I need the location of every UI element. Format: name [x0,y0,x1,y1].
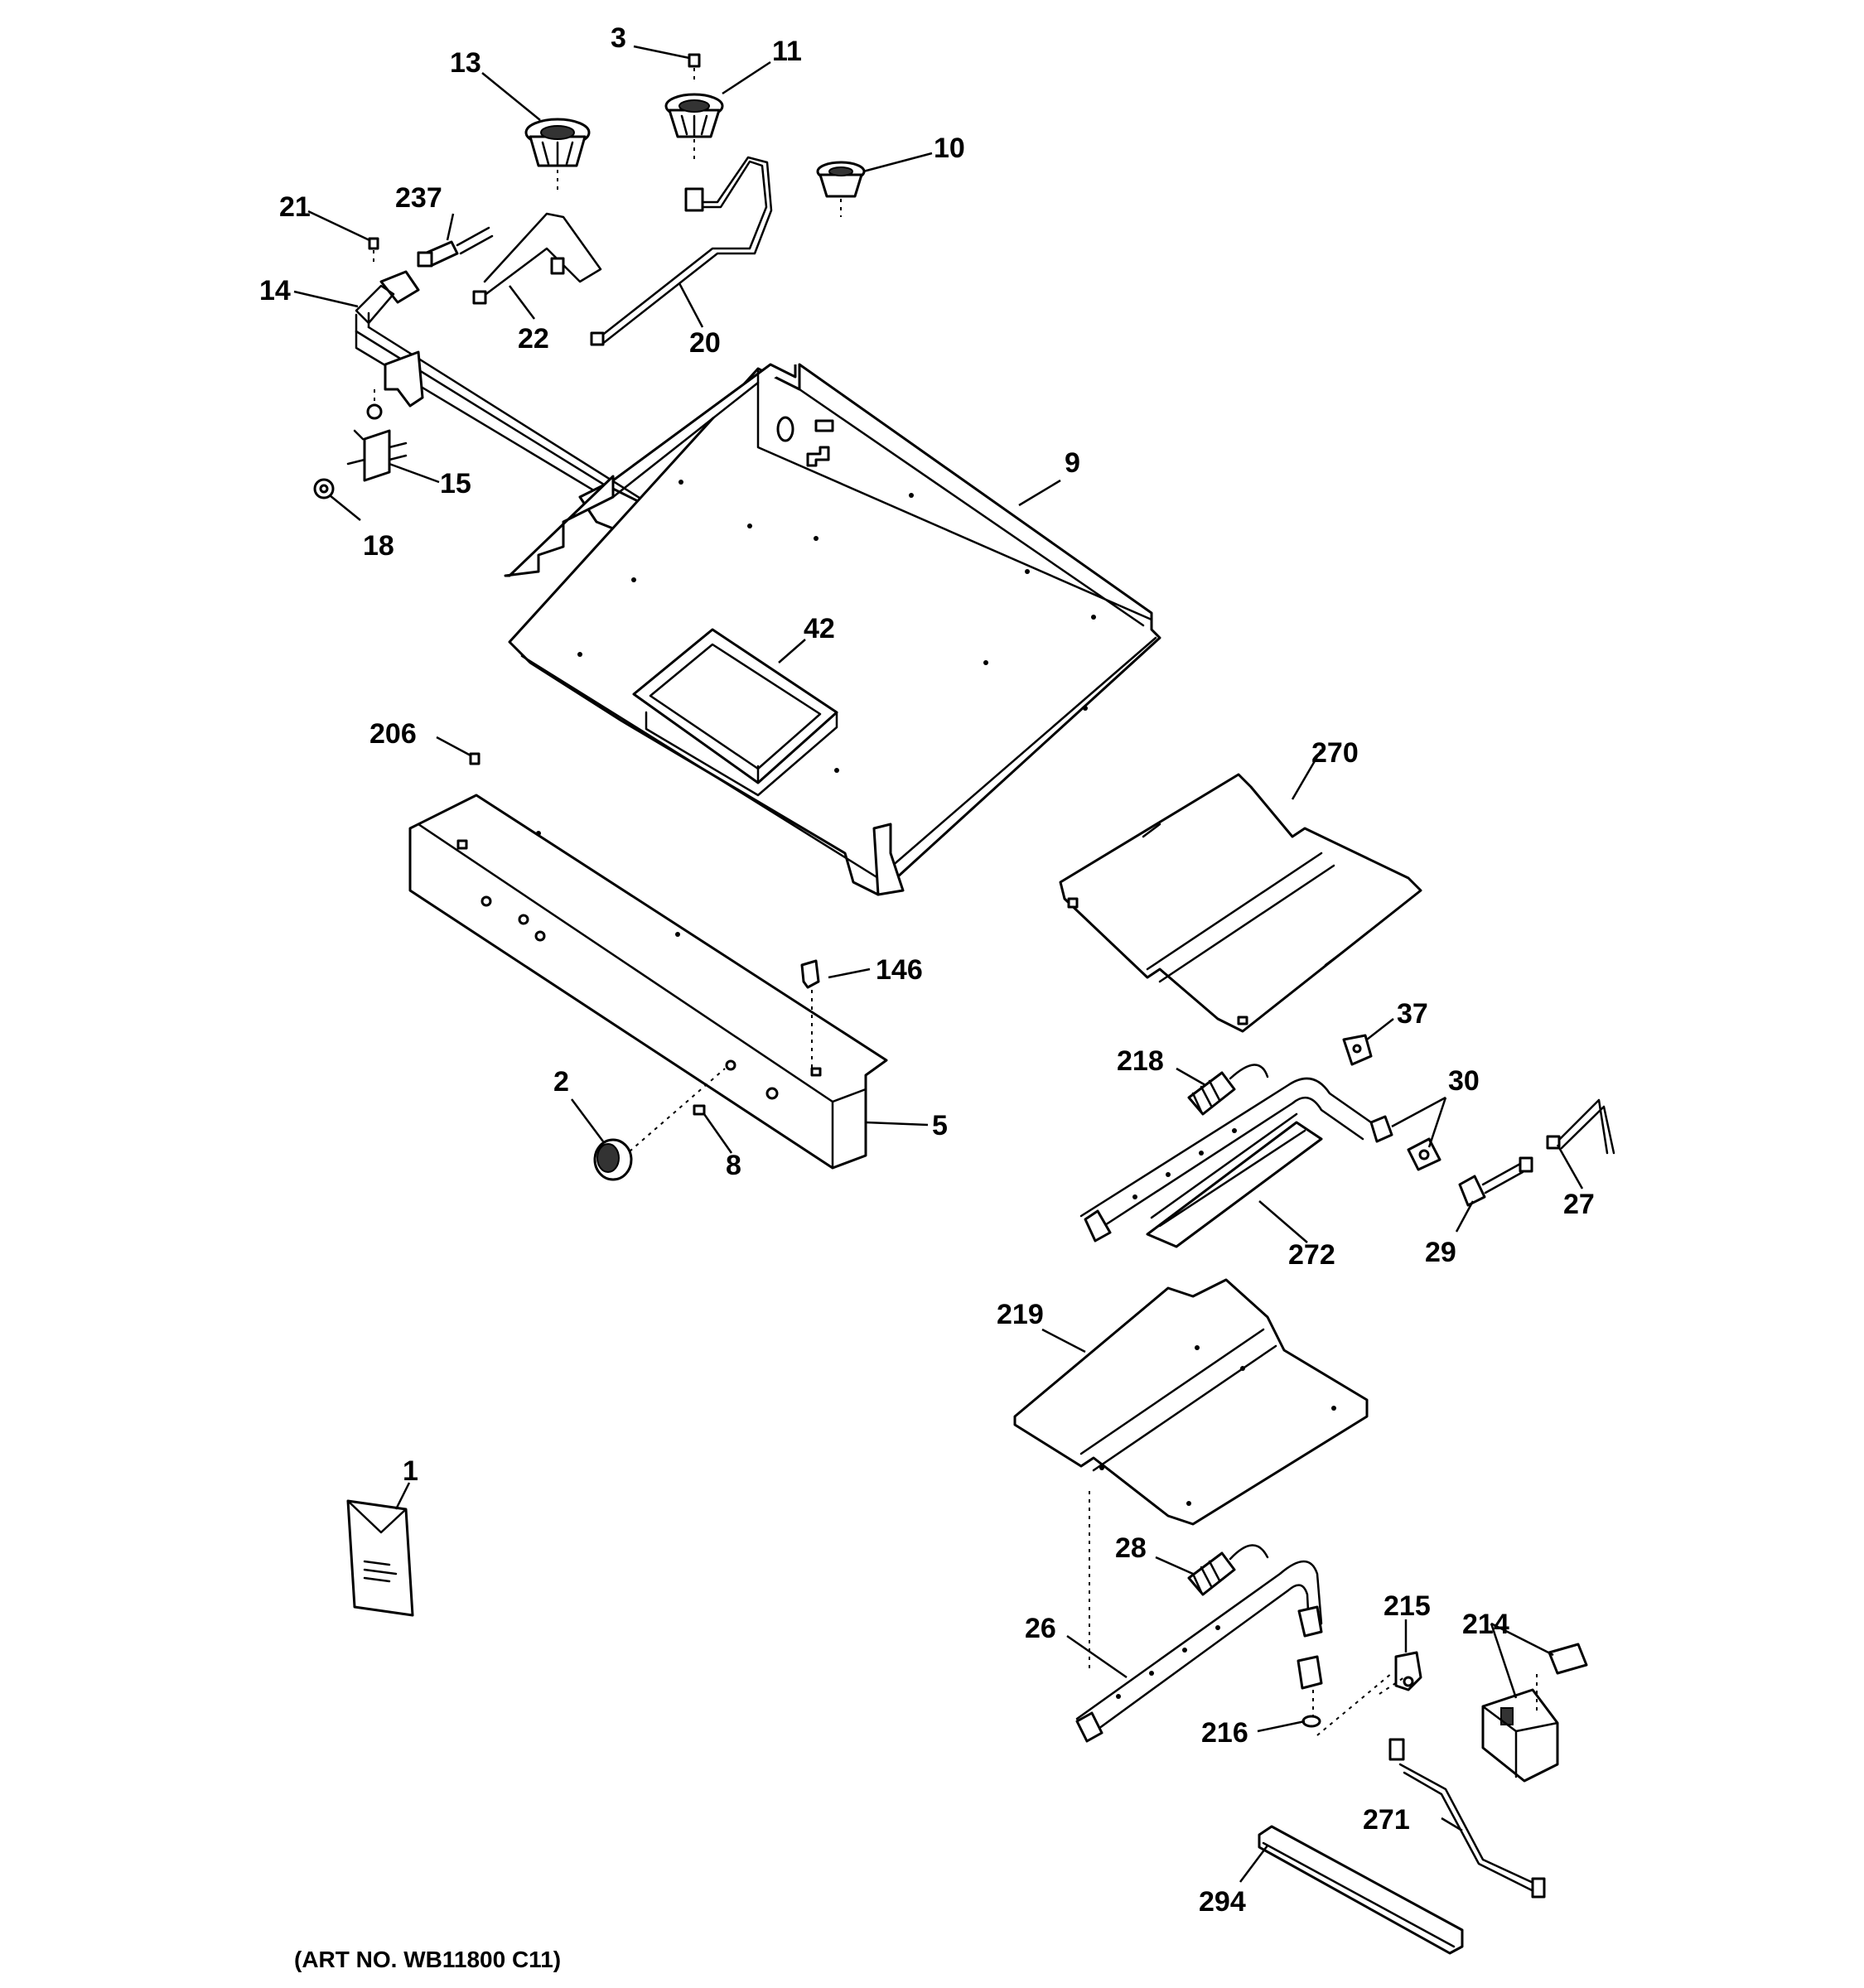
part-2-knob [593,1068,726,1181]
part-214-safety-valve [1481,1643,1588,1783]
callout-9: 9 [1065,447,1080,479]
callout-294: 294 [1199,1886,1246,1918]
callout-271: 271 [1363,1804,1410,1836]
part-215-bracket [1379,1651,1422,1695]
callout-215: 215 [1384,1590,1431,1622]
part-42-access-cover [632,628,838,797]
callout-27: 27 [1563,1189,1595,1220]
callout-18: 18 [363,530,394,562]
part-18-nut [313,478,335,499]
part-270-burner-shield [1059,773,1422,1033]
callout-214: 214 [1462,1609,1509,1640]
part-37-bracket [1342,1034,1373,1066]
callout-2: 2 [553,1066,569,1098]
part-237-orifice-fitting [417,226,494,268]
part-11-burner-head [664,93,724,162]
callout-146: 146 [876,954,923,986]
part-294-bracket [1258,1825,1464,1955]
part-21-screw [368,237,379,265]
callout-20: 20 [689,327,721,359]
callout-272: 272 [1288,1239,1335,1271]
callout-206: 206 [369,718,417,750]
part-oven-burner-upper [1079,1077,1373,1242]
part-28-igniter [1187,1544,1269,1596]
part-9-bottom-pan [504,363,1161,896]
callout-26: 26 [1025,1613,1056,1644]
callout-218: 218 [1117,1045,1164,1077]
callout-219: 219 [997,1299,1044,1330]
callout-21: 21 [279,191,311,223]
callout-3: 3 [611,22,626,54]
part-218-igniter [1187,1064,1269,1116]
callout-37: 37 [1397,998,1428,1030]
callout-237: 237 [395,182,442,214]
part-22-gas-tube [472,212,602,305]
callout-22: 22 [518,323,549,355]
callout-29: 29 [1425,1237,1456,1268]
part-219-burner-shield [1013,1278,1369,1673]
part-1-literature-packet [346,1499,414,1617]
part-5-manifold-panel [408,794,888,1170]
callout-270: 270 [1311,737,1359,769]
part-13-burner-head [524,118,591,191]
part-272-flame-spreader [1146,1112,1323,1248]
part-26-bake-burner [1075,1560,1323,1743]
callout-28: 28 [1115,1532,1147,1564]
part-8-screw [693,1104,706,1116]
part-216-air-shutter [1297,1655,1393,1736]
part-206-screw [469,752,480,765]
callout-42: 42 [804,613,835,644]
callout-13: 13 [450,47,481,79]
part-29-orifice-elbow [1458,1156,1533,1207]
callout-15: 15 [440,468,471,499]
art-number-label: (ART NO. WB11800 C11) [294,1947,561,1972]
callout-11: 11 [772,36,802,67]
callout-10: 10 [934,133,965,164]
callout-14: 14 [259,275,291,306]
part-20-gas-tube [590,156,773,346]
part-146-clip [800,959,820,1077]
part-15-valve [346,389,408,482]
part-3-screw [688,53,701,83]
leader-lines [293,45,1584,1883]
part-27-gas-tube [1546,1098,1615,1155]
callout-216: 216 [1201,1717,1248,1749]
part-10-burner-head [816,161,866,217]
callout-1: 1 [403,1455,418,1487]
part-30-shutter-set [1369,1115,1441,1171]
callout-8: 8 [726,1150,741,1181]
callout-30: 30 [1448,1065,1480,1097]
callout-5: 5 [932,1110,948,1141]
